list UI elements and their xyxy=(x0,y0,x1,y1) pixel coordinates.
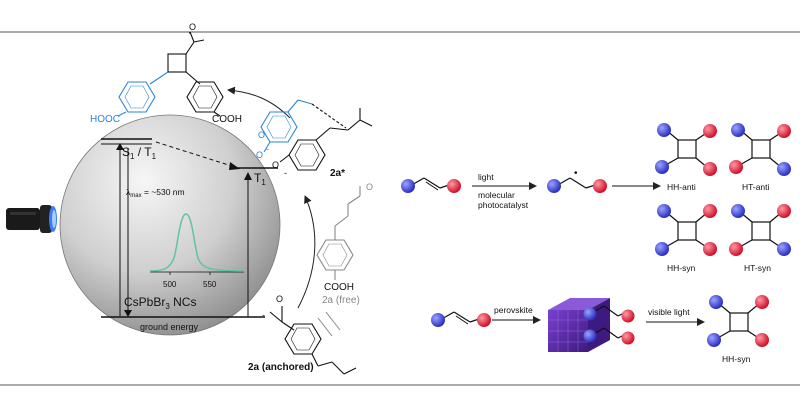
s1t1-label: S1 / T1 xyxy=(122,145,157,161)
right-top-scheme: light molecular photocatalyst • HH-anti xyxy=(401,123,791,273)
left-panel: hυ S1 / T1 T1 λmax = ~530 nm 500 55 xyxy=(6,22,373,375)
arrow-label-visible-light: visible light xyxy=(648,307,690,317)
free-molecule-label: 2a (free) xyxy=(322,295,360,306)
product-hh-syn-bottom xyxy=(707,295,769,347)
o-label-excited-2: O xyxy=(256,150,263,160)
nanocrystal-label: CsPbBr3 NCs xyxy=(124,295,196,311)
arrow-label-molecular: molecular xyxy=(478,190,515,200)
spectrum-tick-1: 500 xyxy=(163,280,177,289)
red-atom xyxy=(593,179,607,193)
blue-atom xyxy=(547,179,561,193)
reactant-alkene-top xyxy=(401,177,461,193)
energy-transfer-arrowhead xyxy=(229,162,240,170)
flashlight-icon xyxy=(6,205,57,233)
product-hh-syn xyxy=(655,204,717,256)
cyclobutane-product-structure xyxy=(117,31,224,117)
cooh-label: COOH xyxy=(212,114,242,125)
o-label-anchored: O xyxy=(276,294,283,304)
emission-spectrum-curve xyxy=(149,213,245,272)
product-label-hh-syn: HH-syn xyxy=(667,263,696,273)
nanocrystal-sphere xyxy=(59,114,281,336)
minus-label-excited-1: - xyxy=(266,144,269,154)
free-cooh-label: COOH xyxy=(324,282,354,293)
free-molecule-structure xyxy=(316,186,361,280)
lambda-max-label: λmax = ~530 nm xyxy=(126,187,185,199)
product-ht-syn xyxy=(729,204,791,256)
adsorbed-alkene-1 xyxy=(583,305,635,323)
hooc-label: HOOC xyxy=(90,114,120,125)
t1-label: T1 xyxy=(254,171,266,187)
anchored-molecule-label: 2a (anchored) xyxy=(248,362,314,373)
left-energy-arrowhead xyxy=(116,143,124,150)
blue-atom xyxy=(401,179,415,193)
arrow-label-photocatalyst: photocatalyst xyxy=(478,200,529,210)
red-atom xyxy=(447,179,461,193)
blue-atom xyxy=(431,313,445,327)
o-label-excited-3: O xyxy=(272,160,279,170)
arrow-label-perovskite: perovskite xyxy=(494,305,533,315)
arrow-label-light: light xyxy=(478,172,494,182)
anchored-molecule-structure xyxy=(269,306,357,375)
right-bottom-scheme: perovskite xyxy=(431,295,769,364)
o-label-excited-1: O xyxy=(258,130,265,140)
o-label-free: O xyxy=(366,182,373,192)
energy-transfer-arrow xyxy=(155,141,239,169)
radical-dot: • xyxy=(574,168,578,179)
reactant-alkene-bottom xyxy=(431,311,491,327)
minus-label-excited-2: - xyxy=(284,168,287,178)
red-atom xyxy=(477,313,491,327)
spectrum-tick-2: 550 xyxy=(203,280,217,289)
perovskite-cube xyxy=(548,298,610,352)
t1-arrowhead xyxy=(244,172,252,180)
product-label-hh-anti: HH-anti xyxy=(667,182,696,192)
product-label-ht-anti: HT-anti xyxy=(742,182,770,192)
o-label-top-right: O xyxy=(189,22,196,32)
excited-state-label: 2a* xyxy=(330,168,345,179)
adsorbed-alkene-2 xyxy=(583,327,635,345)
left-energy-down-arrowhead xyxy=(124,310,132,317)
excited-dimer-structure xyxy=(260,99,373,171)
product-label-ht-syn: HT-syn xyxy=(744,263,771,273)
product-ht-anti xyxy=(729,123,791,176)
cycle-arrow-top xyxy=(227,86,291,119)
cycle-arrow-right xyxy=(297,195,316,309)
minus-label-anchored: - xyxy=(262,310,265,320)
product-label-hh-syn-bottom: HH-syn xyxy=(722,354,751,364)
ground-energy-label: ground energy xyxy=(140,322,199,332)
product-hh-anti xyxy=(655,123,717,176)
equilibrium-arrows xyxy=(317,311,341,337)
excited-alkene xyxy=(547,177,607,193)
